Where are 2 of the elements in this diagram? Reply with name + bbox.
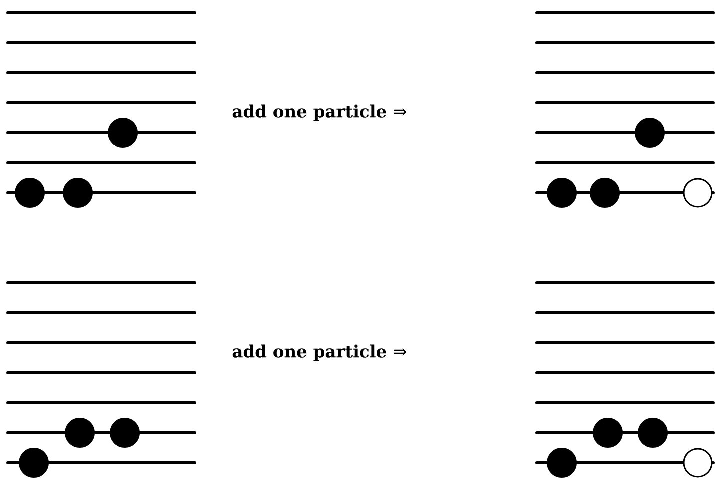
annotation-text: add one particle ⇒ [232,344,407,362]
annotation-text: add one particle ⇒ [232,104,407,122]
